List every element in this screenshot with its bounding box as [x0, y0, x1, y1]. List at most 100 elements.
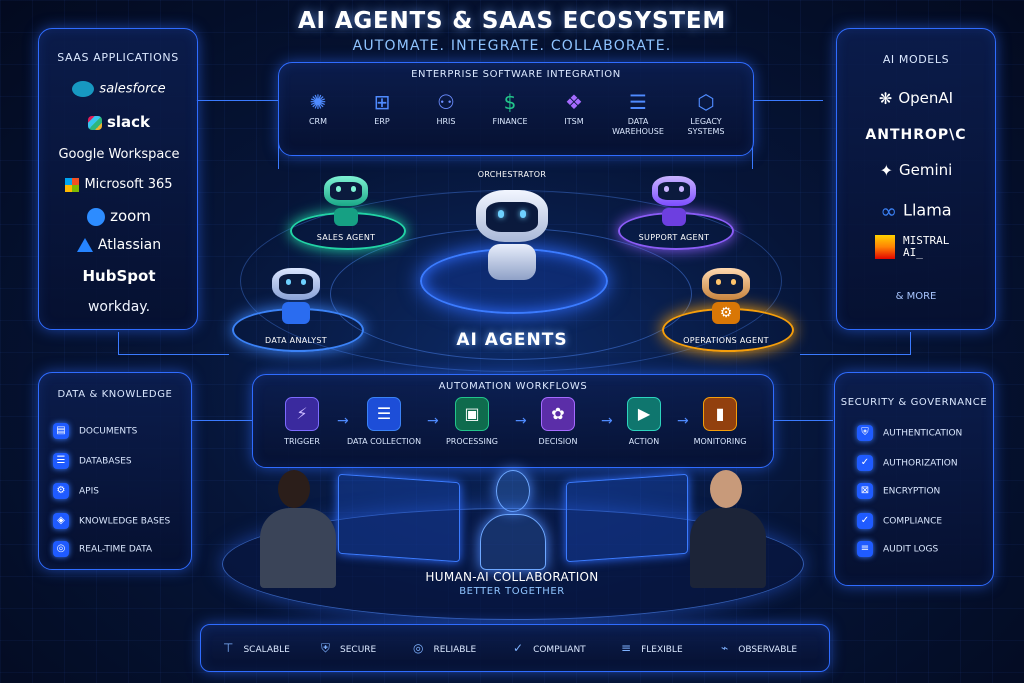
badge-observable: ⌁OBSERVABLE — [721, 641, 798, 655]
realtime-icon: ◎ — [53, 541, 69, 557]
chart-line-icon: ⌁ — [721, 641, 729, 655]
gear-icon: ⚙ — [712, 302, 740, 324]
reliable-icon: ◎ — [413, 641, 424, 655]
operations-agent-robot[interactable]: ⚙ — [700, 268, 752, 326]
orchestrator-robot[interactable] — [470, 190, 554, 284]
data-analyst-robot[interactable] — [270, 268, 322, 326]
workflow-panel-title: AUTOMATION WORKFLOWS — [438, 381, 588, 392]
badge-reliable: ◎RELIABLE — [413, 641, 477, 655]
connector-knowledge-workflow — [190, 420, 253, 451]
model-item-anthropic[interactable]: ANTHROP\C — [865, 127, 967, 143]
footer-badges-bar: ⊤SCALABLE ⛨SECURE ◎RELIABLE ✓COMPLIANT ≡… — [200, 624, 830, 672]
erp-icon: ⊞ — [373, 90, 391, 114]
ai-models-panel: AI MODELS ❋OpenAI ANTHROP\C ✦Gemini ∞Lla… — [836, 28, 996, 330]
knowledge-cube-icon: ◈ — [53, 513, 69, 529]
security-item-authorization[interactable]: ✓AUTHORIZATION — [857, 455, 958, 471]
workflow-step-action[interactable]: ▶ACTION — [601, 397, 687, 446]
workflow-arrow-4: → — [601, 413, 613, 429]
knowledge-item-databases[interactable]: ☰DATABASES — [53, 453, 132, 469]
saas-item-workday[interactable]: workday. — [87, 299, 151, 315]
knowledge-item-real-time-data[interactable]: ◎REAL-TIME DATA — [53, 541, 152, 557]
security-item-audit-logs[interactable]: ≡AUDIT LOGS — [857, 541, 938, 557]
database-icon: ☰ — [53, 453, 69, 469]
saas-panel-title: SAAS APPLICATIONS — [57, 51, 179, 64]
security-governance-panel: SECURITY & GOVERNANCE ⛨AUTHENTICATION ✓A… — [834, 372, 994, 586]
database-icon: ☰ — [367, 397, 401, 431]
workflow-step-monitoring[interactable]: ▮MONITORING — [677, 397, 763, 446]
log-icon: ≡ — [857, 541, 873, 557]
bar-chart-icon — [282, 302, 310, 324]
saas-item-salesforce[interactable]: salesforce — [39, 81, 199, 97]
security-item-encryption[interactable]: ⊠ENCRYPTION — [857, 483, 940, 499]
badge-flexible: ≡FLEXIBLE — [621, 641, 683, 655]
api-gear-icon: ⚙ — [53, 483, 69, 499]
meta-infinity-icon: ∞ — [880, 199, 898, 223]
saas-item-microsoft-365[interactable]: Microsoft 365 — [39, 177, 199, 192]
enterprise-item-crm[interactable]: ✺CRM — [287, 87, 349, 127]
crm-icon: ✺ — [309, 90, 327, 114]
enterprise-item-itsm[interactable]: ❖ITSM — [543, 87, 605, 127]
collaboration-subtitle: BETTER TOGETHER — [459, 586, 565, 597]
workflow-arrow-2: → — [427, 413, 439, 429]
workflow-arrow-5: → — [677, 413, 689, 429]
enterprise-item-hris[interactable]: ⚇HRIS — [415, 87, 477, 127]
enterprise-item-finance[interactable]: $FINANCE — [479, 87, 541, 127]
document-icon: ▤ — [53, 423, 69, 439]
dashboard-screen-left — [338, 473, 460, 563]
brain-icon: ✿ — [541, 397, 575, 431]
model-item-llama[interactable]: ∞Llama — [880, 199, 952, 223]
knowledge-item-apis[interactable]: ⚙APIS — [53, 483, 99, 499]
workflow-step-data-collection[interactable]: ☰DATA COLLECTION — [341, 397, 427, 446]
dashboard-screen-right — [566, 473, 688, 563]
knowledge-item-knowledge-bases[interactable]: ◈KNOWLEDGE BASES — [53, 513, 170, 529]
saas-item-google-workspace[interactable]: Google Workspace — [58, 147, 180, 162]
orchestrator-eye-left — [498, 210, 504, 218]
automation-workflows-panel: AUTOMATION WORKFLOWS ⚡TRIGGER → ☰DATA CO… — [252, 374, 774, 468]
mistral-block-icon — [875, 235, 895, 259]
saas-applications-panel: SAAS APPLICATIONS salesforce slack Googl… — [38, 28, 198, 330]
page-subtitle: AUTOMATE. INTEGRATE. COLLABORATE. — [352, 38, 672, 54]
saas-item-zoom[interactable]: zoom — [39, 207, 199, 226]
models-more-label: & MORE — [895, 291, 937, 302]
sales-agent-robot[interactable] — [322, 176, 370, 230]
enterprise-panel-title: ENTERPRISE SOFTWARE INTEGRATION — [411, 69, 621, 80]
shield-icon: ⛨ — [857, 425, 873, 441]
badge-secure: ⛨SECURE — [321, 641, 377, 655]
hologram-figure — [478, 470, 546, 570]
enterprise-item-erp[interactable]: ⊞ERP — [351, 87, 413, 127]
model-item-openai[interactable]: ❋OpenAI — [878, 89, 954, 108]
shield-icon: ⛨ — [321, 641, 331, 655]
knowledge-item-documents[interactable]: ▤DOCUMENTS — [53, 423, 137, 439]
human-man-figure — [672, 470, 772, 590]
connector-saas-enterprise — [196, 100, 279, 169]
connector-models-enterprise — [752, 100, 823, 169]
workflow-arrow-3: → — [515, 413, 527, 429]
saas-item-slack[interactable]: slack — [39, 113, 199, 131]
shield-check-icon: ✓ — [857, 455, 873, 471]
openai-knot-icon: ❋ — [878, 89, 893, 108]
model-item-gemini[interactable]: ✦Gemini — [879, 161, 953, 180]
security-item-authentication[interactable]: ⛨AUTHENTICATION — [857, 425, 962, 441]
finance-icon: $ — [503, 90, 517, 114]
human-woman-figure — [252, 470, 352, 590]
connector-security-workflow — [772, 420, 833, 451]
page-title: AI AGENTS & SAAS ECOSYSTEM — [297, 8, 727, 34]
data-analyst-label: DATA ANALYST — [265, 336, 327, 345]
workflow-step-decision[interactable]: ✿DECISION — [515, 397, 601, 446]
security-item-compliance[interactable]: ✓COMPLIANCE — [857, 513, 942, 529]
database-icon: ☰ — [629, 90, 647, 114]
support-agent-robot[interactable] — [650, 176, 698, 230]
gemini-sparkle-icon: ✦ — [879, 161, 894, 180]
hierarchy-icon: ⊤ — [223, 641, 234, 655]
saas-item-atlassian[interactable]: Atlassian — [39, 237, 199, 253]
workflow-step-processing[interactable]: ▣PROCESSING — [429, 397, 515, 446]
lightning-icon: ⚡ — [285, 397, 319, 431]
data-knowledge-panel: DATA & KNOWLEDGE ▤DOCUMENTS ☰DATABASES ⚙… — [38, 372, 192, 570]
lock-icon: ⊠ — [857, 483, 873, 499]
saas-item-hubspot[interactable]: HubSpot — [82, 267, 156, 285]
workflow-arrow-1: → — [337, 413, 349, 429]
workflow-step-trigger[interactable]: ⚡TRIGGER — [259, 397, 345, 446]
